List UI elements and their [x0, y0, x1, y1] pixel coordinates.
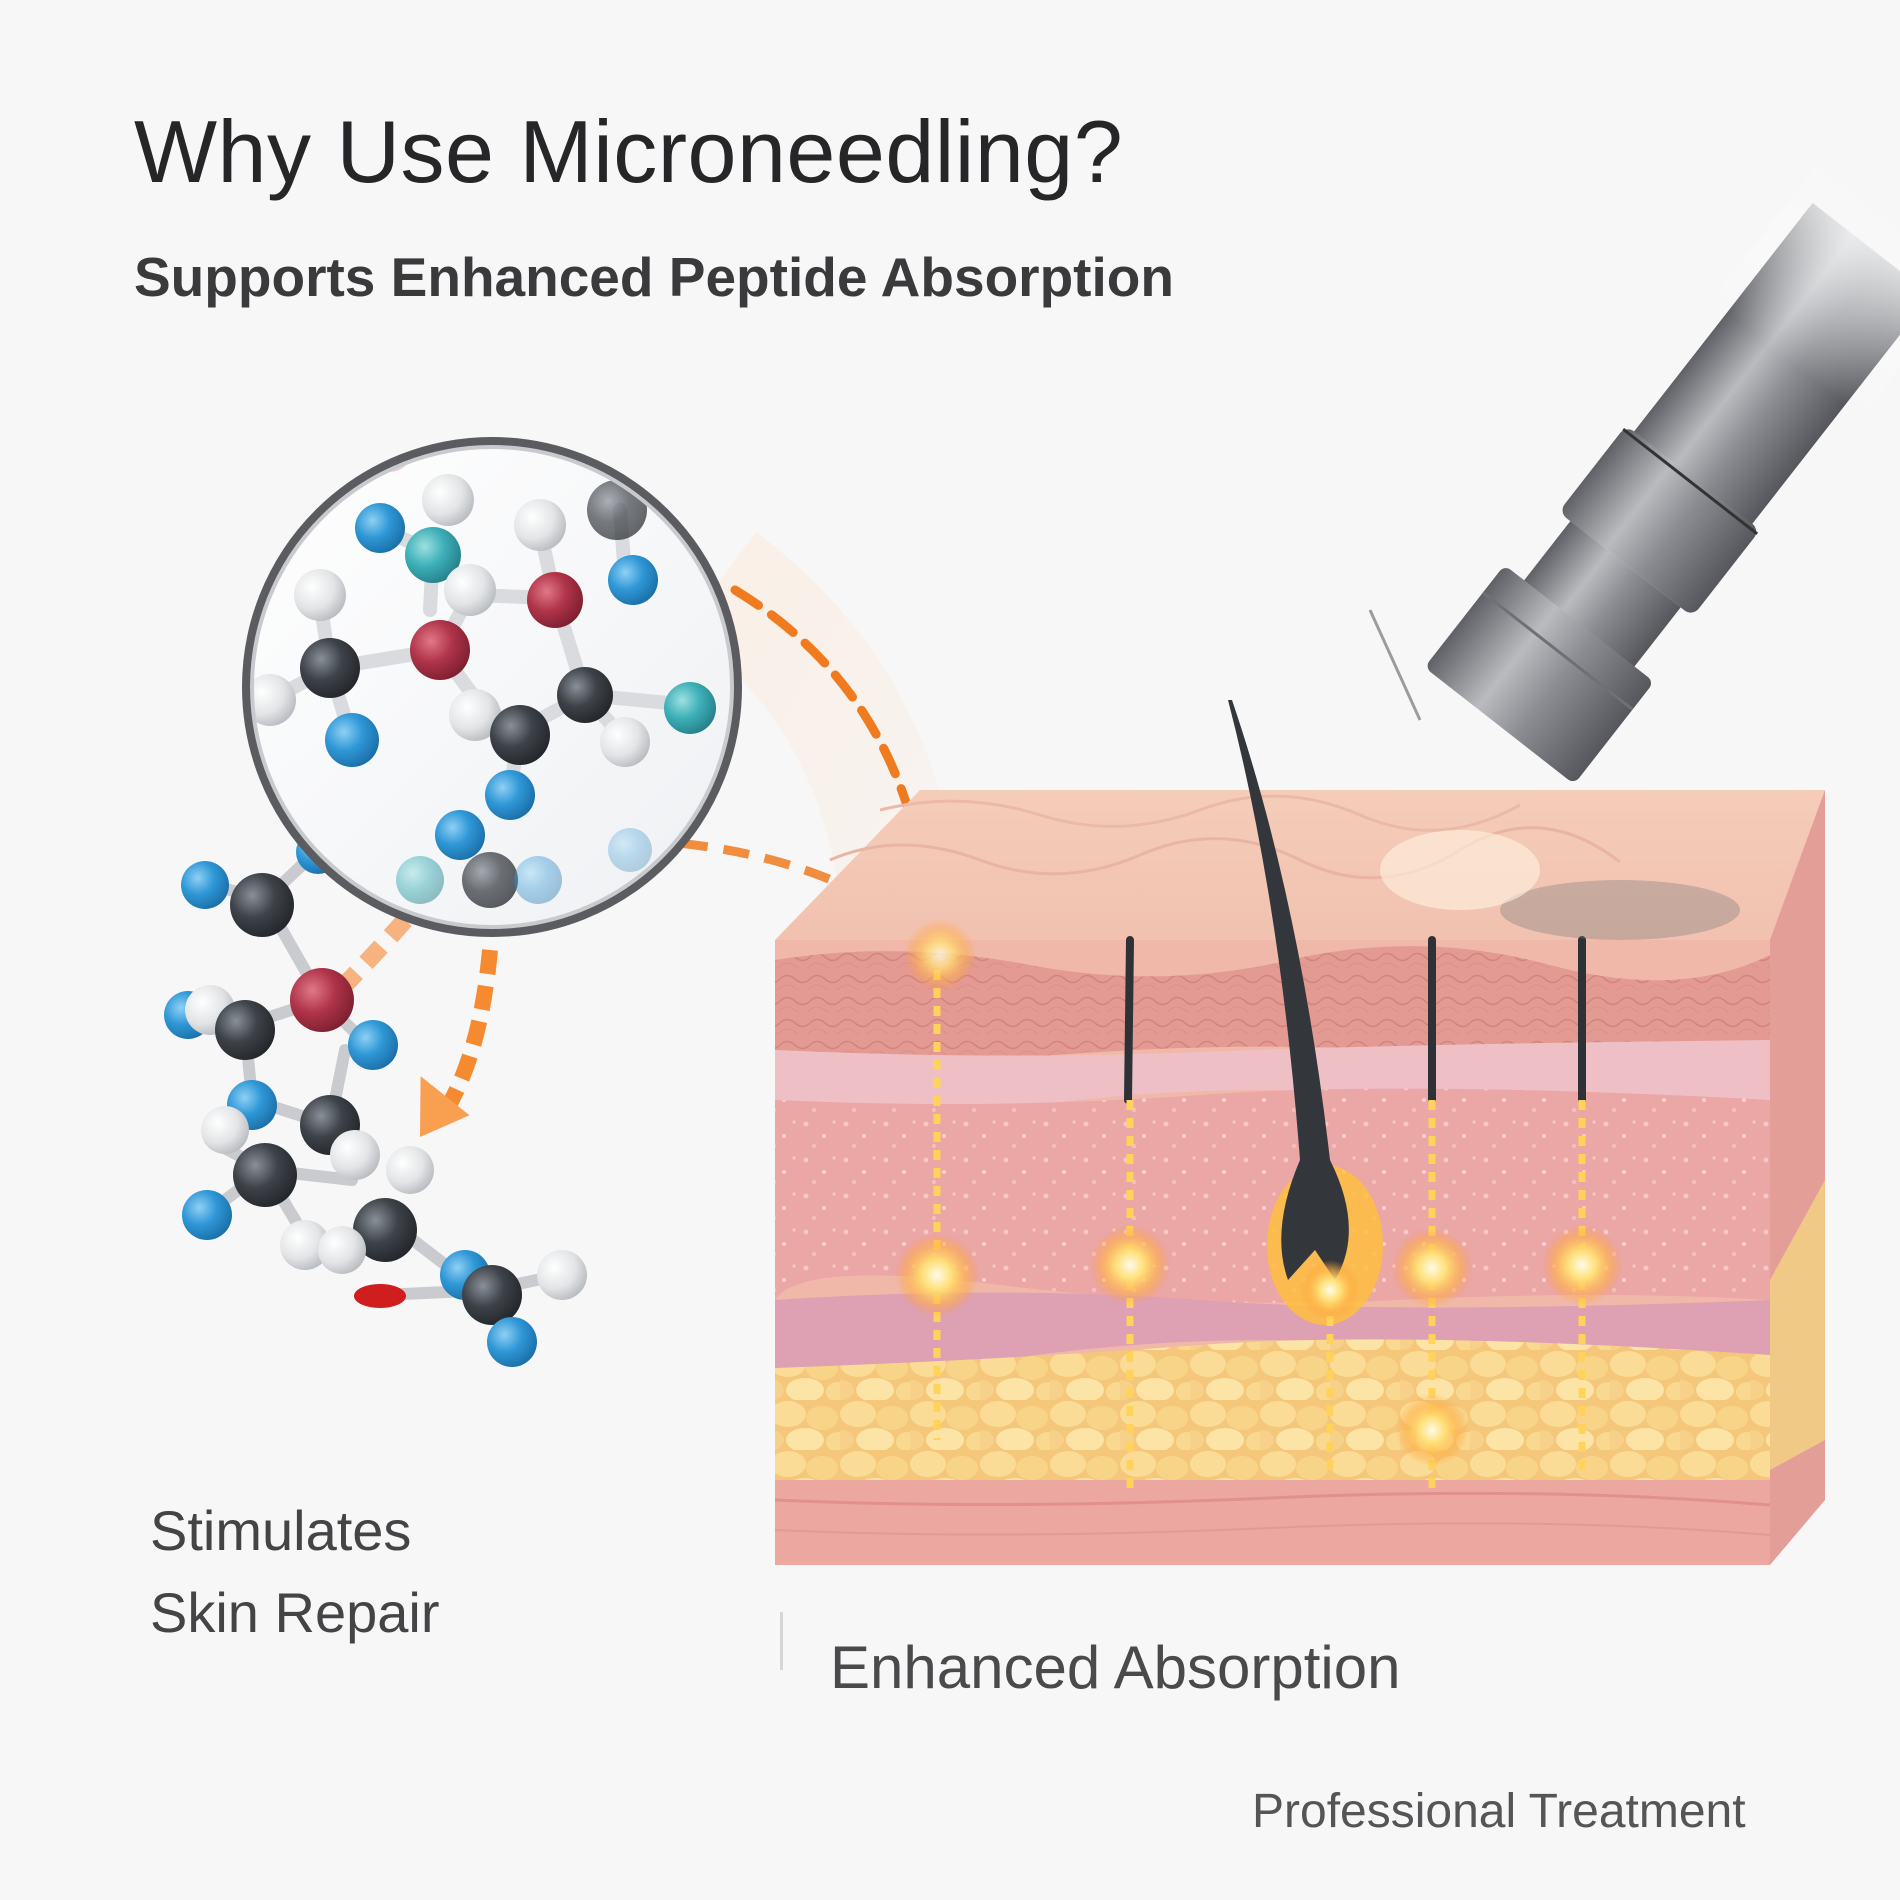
page-subtitle: Supports Enhanced Peptide Absorption — [134, 246, 1174, 308]
skin-repair-label-line1: Stimulates — [150, 1499, 412, 1562]
skin-cross-section — [774, 790, 1825, 1565]
peptide-molecule-chain — [164, 830, 587, 1367]
enhanced-absorption-label: Enhanced Absorption — [830, 1634, 1401, 1701]
professional-treatment-label: Professional Treatment — [1252, 1785, 1746, 1838]
label-divider — [780, 1612, 783, 1670]
page-title: Why Use Microneedling? — [134, 102, 1124, 201]
skin-repair-label-line2: Skin Repair — [150, 1581, 440, 1644]
skin-repair-label: Stimulates Skin Repair — [150, 1490, 439, 1654]
absorption-channels — [895, 919, 1622, 1490]
microneedling-device — [1368, 159, 1900, 940]
magnifier-molecule — [242, 437, 742, 937]
